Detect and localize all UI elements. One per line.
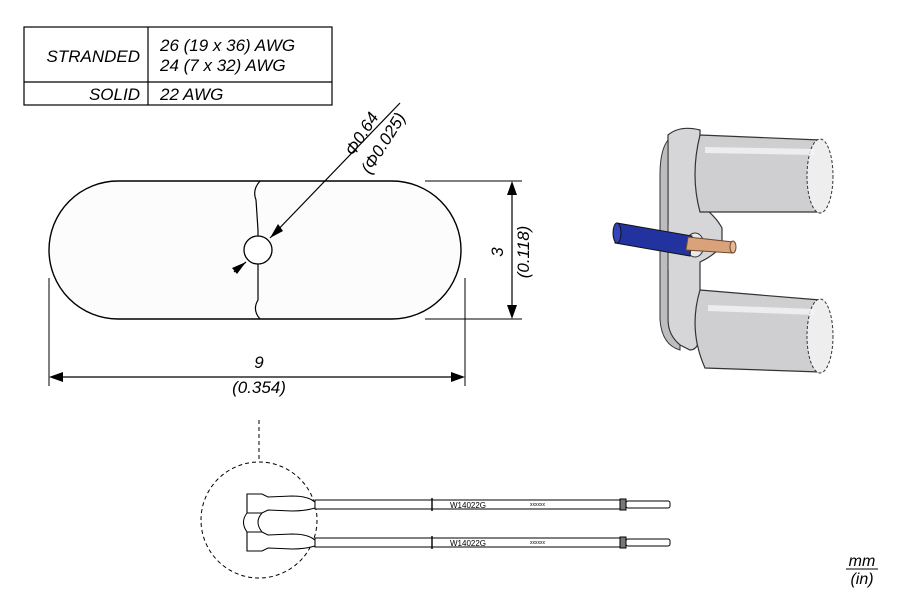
solid-label: SOLID bbox=[89, 85, 140, 104]
height-in: (0.118) bbox=[514, 226, 533, 279]
stranded-label: STRANDED bbox=[46, 47, 140, 66]
tweezer-side-view: W14022G xxxxxx W14022G xxxxxx bbox=[200, 420, 671, 579]
height-mm: 3 bbox=[488, 247, 507, 257]
upper-arm-code: xxxxxx bbox=[530, 502, 546, 508]
unit-secondary: (in) bbox=[850, 571, 873, 588]
lower-arm-label: W14022G bbox=[450, 539, 486, 548]
split-line bbox=[254, 180, 261, 320]
wire-spec-table: STRANDED 26 (19 x 36) AWG 24 (7 x 32) AW… bbox=[23, 26, 333, 106]
lower-arm-code: xxxxxx bbox=[530, 540, 546, 546]
detail-circle bbox=[200, 461, 318, 579]
stranded-size-1: 26 (19 x 36) AWG bbox=[159, 36, 295, 55]
tip-3d-render bbox=[612, 127, 834, 374]
width-in: (0.354) bbox=[232, 378, 286, 397]
width-mm: 9 bbox=[254, 353, 264, 372]
wire-hole bbox=[243, 235, 273, 265]
tip-face-outline bbox=[48, 180, 462, 320]
height-dimension: 3 (0.118) bbox=[425, 180, 533, 320]
solid-size: 22 AWG bbox=[159, 85, 223, 104]
upper-arm-label: W14022G bbox=[450, 501, 486, 510]
units-legend: mm (in) bbox=[846, 553, 878, 588]
unit-primary: mm bbox=[849, 553, 876, 570]
stranded-size-2: 24 (7 x 32) AWG bbox=[159, 56, 286, 75]
width-dimension: 9 (0.354) bbox=[48, 278, 466, 397]
